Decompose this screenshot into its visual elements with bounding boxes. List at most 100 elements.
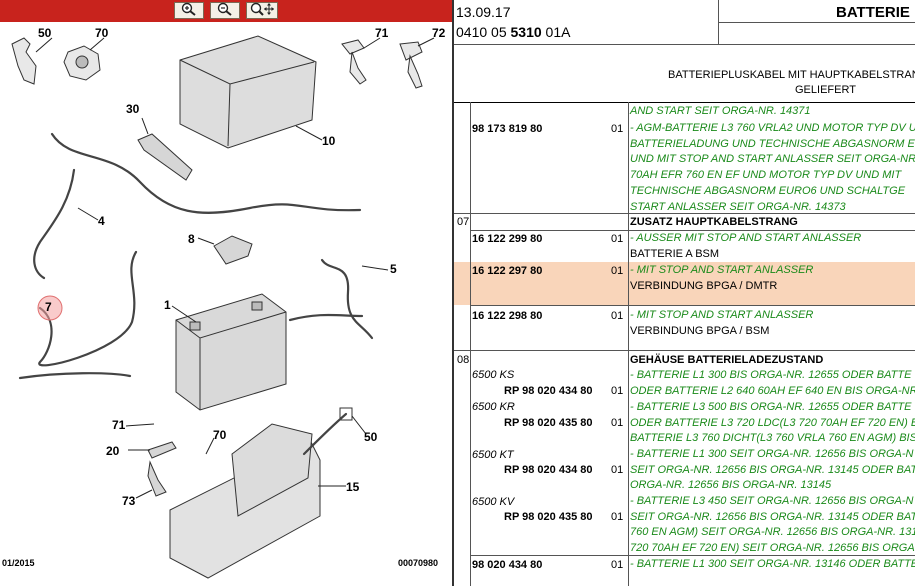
callout-70[interactable]: 70	[95, 26, 109, 40]
selected-row-highlight	[454, 262, 915, 305]
quantity: 01	[611, 417, 624, 429]
part-number[interactable]: RP 98 020 434 80	[504, 464, 593, 476]
description-line-2: GELIEFERT	[795, 84, 856, 96]
part-number[interactable]: 98 020 434 80	[472, 559, 543, 571]
part-description: - BATTERIE L1 300 SEIT ORGA-NR. 13146 OD…	[630, 558, 915, 570]
header-bottom-rule	[454, 44, 915, 45]
part-description: - BATTERIE L3 500 BIS ORGA-NR. 12655 ODE…	[630, 401, 915, 445]
callout-71[interactable]: 71	[375, 26, 389, 40]
callout-20[interactable]: 20	[106, 444, 120, 458]
callout-50-b[interactable]: 50	[364, 430, 378, 444]
section-title: BATTERIE	[836, 4, 910, 21]
part-number[interactable]: RP 98 020 435 80	[504, 511, 593, 523]
doc-suffix: 01A	[541, 24, 571, 40]
bracket-part-73	[147, 460, 167, 497]
group-title: ZUSATZ HAUPTKABELSTRANG	[630, 216, 798, 228]
harness-bracket-part-30	[137, 133, 193, 181]
callout-72[interactable]: 72	[432, 26, 446, 40]
cable-part-5	[320, 258, 374, 340]
quantity: 01	[611, 123, 624, 135]
callout-73[interactable]: 73	[122, 494, 136, 508]
part-description: - AGM-BATTERIE L3 760 VRLA2 UND MOTOR TY…	[630, 122, 915, 213]
exploded-view: 50 70 71 72 30 10 4 8 5 7 1 71 20 70 73 …	[0, 22, 452, 586]
bolt-part-71	[341, 39, 367, 85]
doc-prefix: 0410 05	[456, 24, 511, 40]
col-group-divider-hl	[470, 262, 471, 305]
pane-divider[interactable]	[452, 0, 454, 586]
table-row: AND START SEIT ORGA-NR. 14371	[630, 105, 811, 117]
battery-part-1	[175, 293, 287, 411]
callout-10[interactable]: 10	[322, 134, 336, 148]
quantity: 01	[611, 233, 624, 245]
part-description: - BATTERIE L3 450 SEIT ORGA-NR. 12656 BI…	[630, 495, 915, 555]
variant-code: 6500 KS	[472, 369, 515, 381]
variant-code: 6500 KR	[472, 401, 515, 413]
part-description: - BATTERIE L1 300 SEIT ORGA-NR. 12656 BI…	[630, 448, 915, 492]
connector-part-8	[213, 235, 253, 265]
callout-71-b[interactable]: 71	[112, 418, 126, 432]
zoom-in-icon	[179, 2, 199, 19]
col-group-divider	[470, 102, 471, 586]
doc-bold: 5310	[510, 24, 542, 40]
highlight-marker	[37, 295, 63, 321]
row-rule	[454, 350, 915, 351]
cable-part-7	[38, 250, 138, 367]
header-date: 13.09.17	[456, 4, 511, 20]
callout-5[interactable]: 5	[390, 262, 397, 276]
group-number: 07	[457, 216, 470, 228]
clip-part-50	[11, 37, 37, 85]
zoom-in-button[interactable]	[174, 2, 204, 19]
bracket-part-20	[147, 441, 177, 459]
part-number[interactable]: 16 122 299 80	[472, 233, 543, 245]
diagram-pane: 50 70 71 72 30 10 4 8 5 7 1 71 20 70 73 …	[0, 0, 452, 586]
zoom-out-button[interactable]	[210, 2, 240, 19]
group-number: 08	[457, 354, 470, 366]
callout-1[interactable]: 1	[164, 298, 171, 312]
quantity: 01	[611, 464, 624, 476]
part-number[interactable]: RP 98 020 435 80	[504, 417, 593, 429]
row-rule	[454, 213, 915, 214]
quantity: 01	[611, 511, 624, 523]
callout-50[interactable]: 50	[38, 26, 52, 40]
part-number[interactable]: RP 98 020 434 80	[504, 385, 593, 397]
callout-8[interactable]: 8	[188, 232, 195, 246]
battery-tray-part-10	[179, 35, 317, 149]
col-desc-divider	[628, 102, 629, 586]
part-description: - BATTERIE L1 300 BIS ORGA-NR. 12655 ODE…	[630, 369, 915, 397]
main-harness-part-4	[50, 132, 362, 214]
zoom-reset-icon	[249, 2, 275, 19]
table-top-rule	[454, 102, 915, 103]
row-rule	[470, 230, 915, 231]
parts-pane: 13.09.17 0410 05 5310 01A BATTERIE BATTE…	[454, 0, 915, 586]
part-number[interactable]: 98 173 819 80	[472, 123, 543, 135]
header-rule	[718, 22, 915, 23]
variant-code: 6500 KV	[472, 496, 515, 508]
quantity: 01	[611, 265, 624, 277]
bolt-part-72	[399, 41, 423, 89]
variant-code: 6500 KT	[472, 449, 514, 461]
row-rule	[470, 305, 915, 306]
part-number[interactable]: 16 122 297 80	[472, 265, 543, 277]
description-line-1: BATTERIEPLUSKABEL MIT HAUPTKABELSTRANG	[668, 69, 915, 81]
zoom-fit-button[interactable]	[246, 2, 278, 19]
callout-4[interactable]: 4	[98, 214, 105, 228]
part-number[interactable]: 16 122 298 80	[472, 310, 543, 322]
row-rule	[470, 555, 915, 556]
group-title: GEHÄUSE BATTERIELADEZUSTAND	[630, 354, 824, 366]
callout-15[interactable]: 15	[346, 480, 360, 494]
callout-70-b[interactable]: 70	[213, 428, 227, 442]
quantity: 01	[611, 559, 624, 571]
diagram-date-code: 01/2015	[2, 558, 35, 568]
quantity: 01	[611, 385, 624, 397]
header-doc-number: 0410 05 5310 01A	[456, 24, 570, 40]
callout-7[interactable]: 7	[45, 300, 52, 314]
col-desc-divider-hl	[628, 262, 629, 305]
diagram-ref-code: 00070980	[398, 558, 439, 568]
zoom-toolbar	[0, 0, 452, 22]
callout-30[interactable]: 30	[126, 102, 140, 116]
quantity: 01	[611, 310, 624, 322]
zoom-out-icon	[215, 2, 235, 19]
